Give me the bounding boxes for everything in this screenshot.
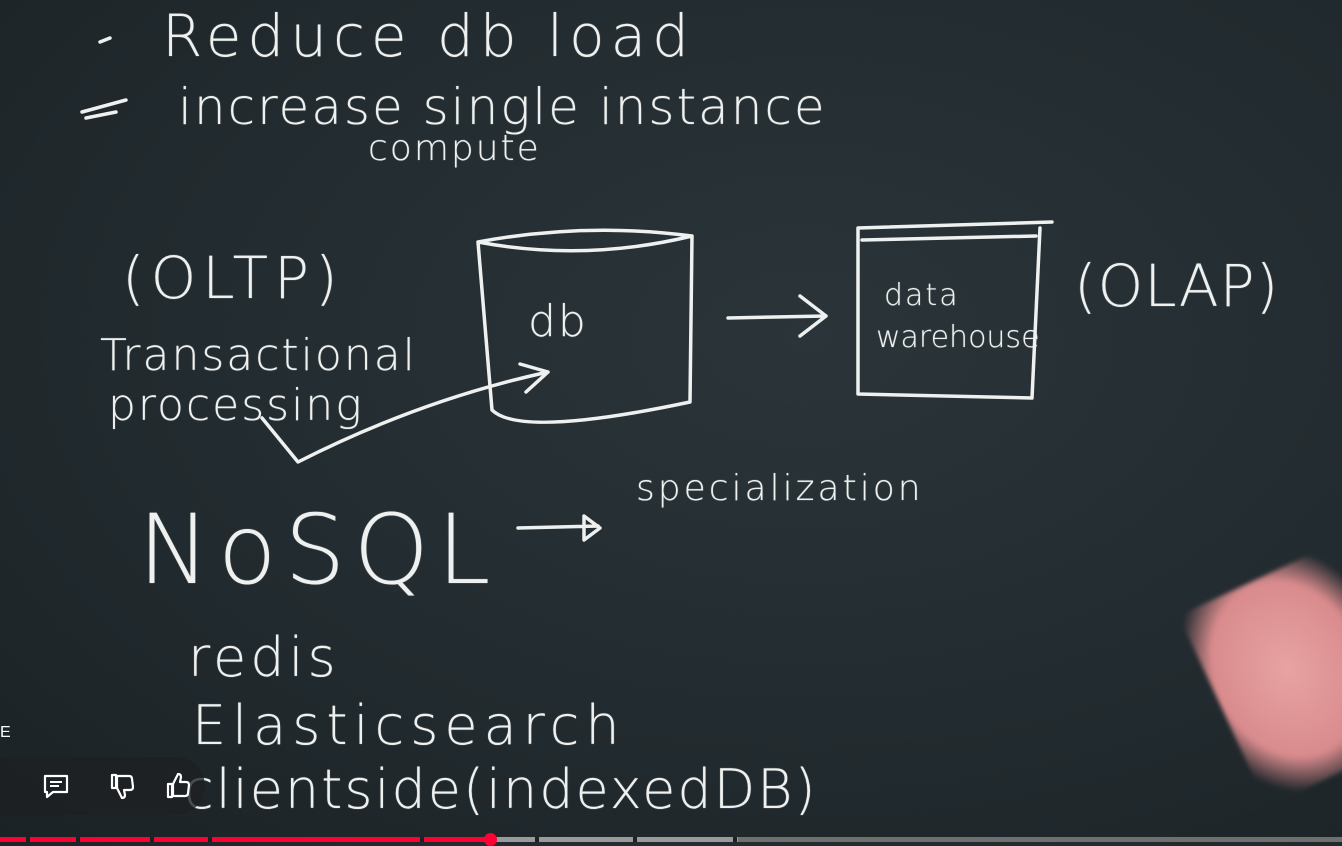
list-item-elasticsearch: Elasticsearch (192, 694, 626, 757)
chapter-gap (535, 837, 539, 842)
chapter-gap (150, 837, 154, 842)
list-item-clientside: clientside(indexedDB) (184, 758, 818, 821)
bullet-compute: compute (368, 128, 541, 169)
oltp-label: (OLTP) (122, 244, 344, 312)
chapter-gap (76, 837, 80, 842)
edge-letter: E (0, 724, 11, 741)
db-label: db (528, 296, 588, 347)
dislike-button[interactable] (100, 764, 144, 808)
specialization-label: specialization (636, 468, 924, 509)
bullet-dot-1 (98, 36, 112, 44)
transactional-label: Transactional (100, 330, 417, 381)
like-icon (166, 772, 191, 799)
nosql-label: NoSQL (138, 494, 499, 606)
arrow-to-warehouse (726, 294, 828, 338)
comment-icon (43, 774, 69, 799)
list-item-redis: redis (188, 626, 340, 689)
olap-label: (OLAP) (1074, 252, 1280, 320)
scrubber-handle[interactable] (483, 833, 497, 846)
bullet-increase-single-instance: increase single instance (178, 78, 827, 136)
comment-button[interactable] (34, 764, 78, 808)
progress-played (0, 837, 490, 842)
bullet-dash-2 (80, 98, 128, 120)
like-button[interactable] (156, 764, 200, 808)
chapter-gap (633, 837, 637, 842)
video-progress-bar[interactable] (0, 833, 1342, 846)
warehouse-label: warehouse (876, 320, 1040, 355)
chapter-gap (420, 837, 424, 842)
reaction-controls (0, 757, 205, 815)
processing-label: processing (108, 380, 364, 431)
specialization-arrow (516, 514, 602, 542)
chapter-gap (208, 837, 212, 842)
chapter-gap (26, 837, 30, 842)
processing-arrow (260, 362, 550, 464)
db-cylinder (476, 228, 694, 424)
warehouse-box (856, 220, 1054, 400)
warehouse-data-label: data (884, 278, 960, 313)
chapter-gap (733, 837, 737, 842)
dislike-icon (110, 773, 135, 800)
bullet-reduce-db-load: Reduce db load (162, 2, 695, 70)
